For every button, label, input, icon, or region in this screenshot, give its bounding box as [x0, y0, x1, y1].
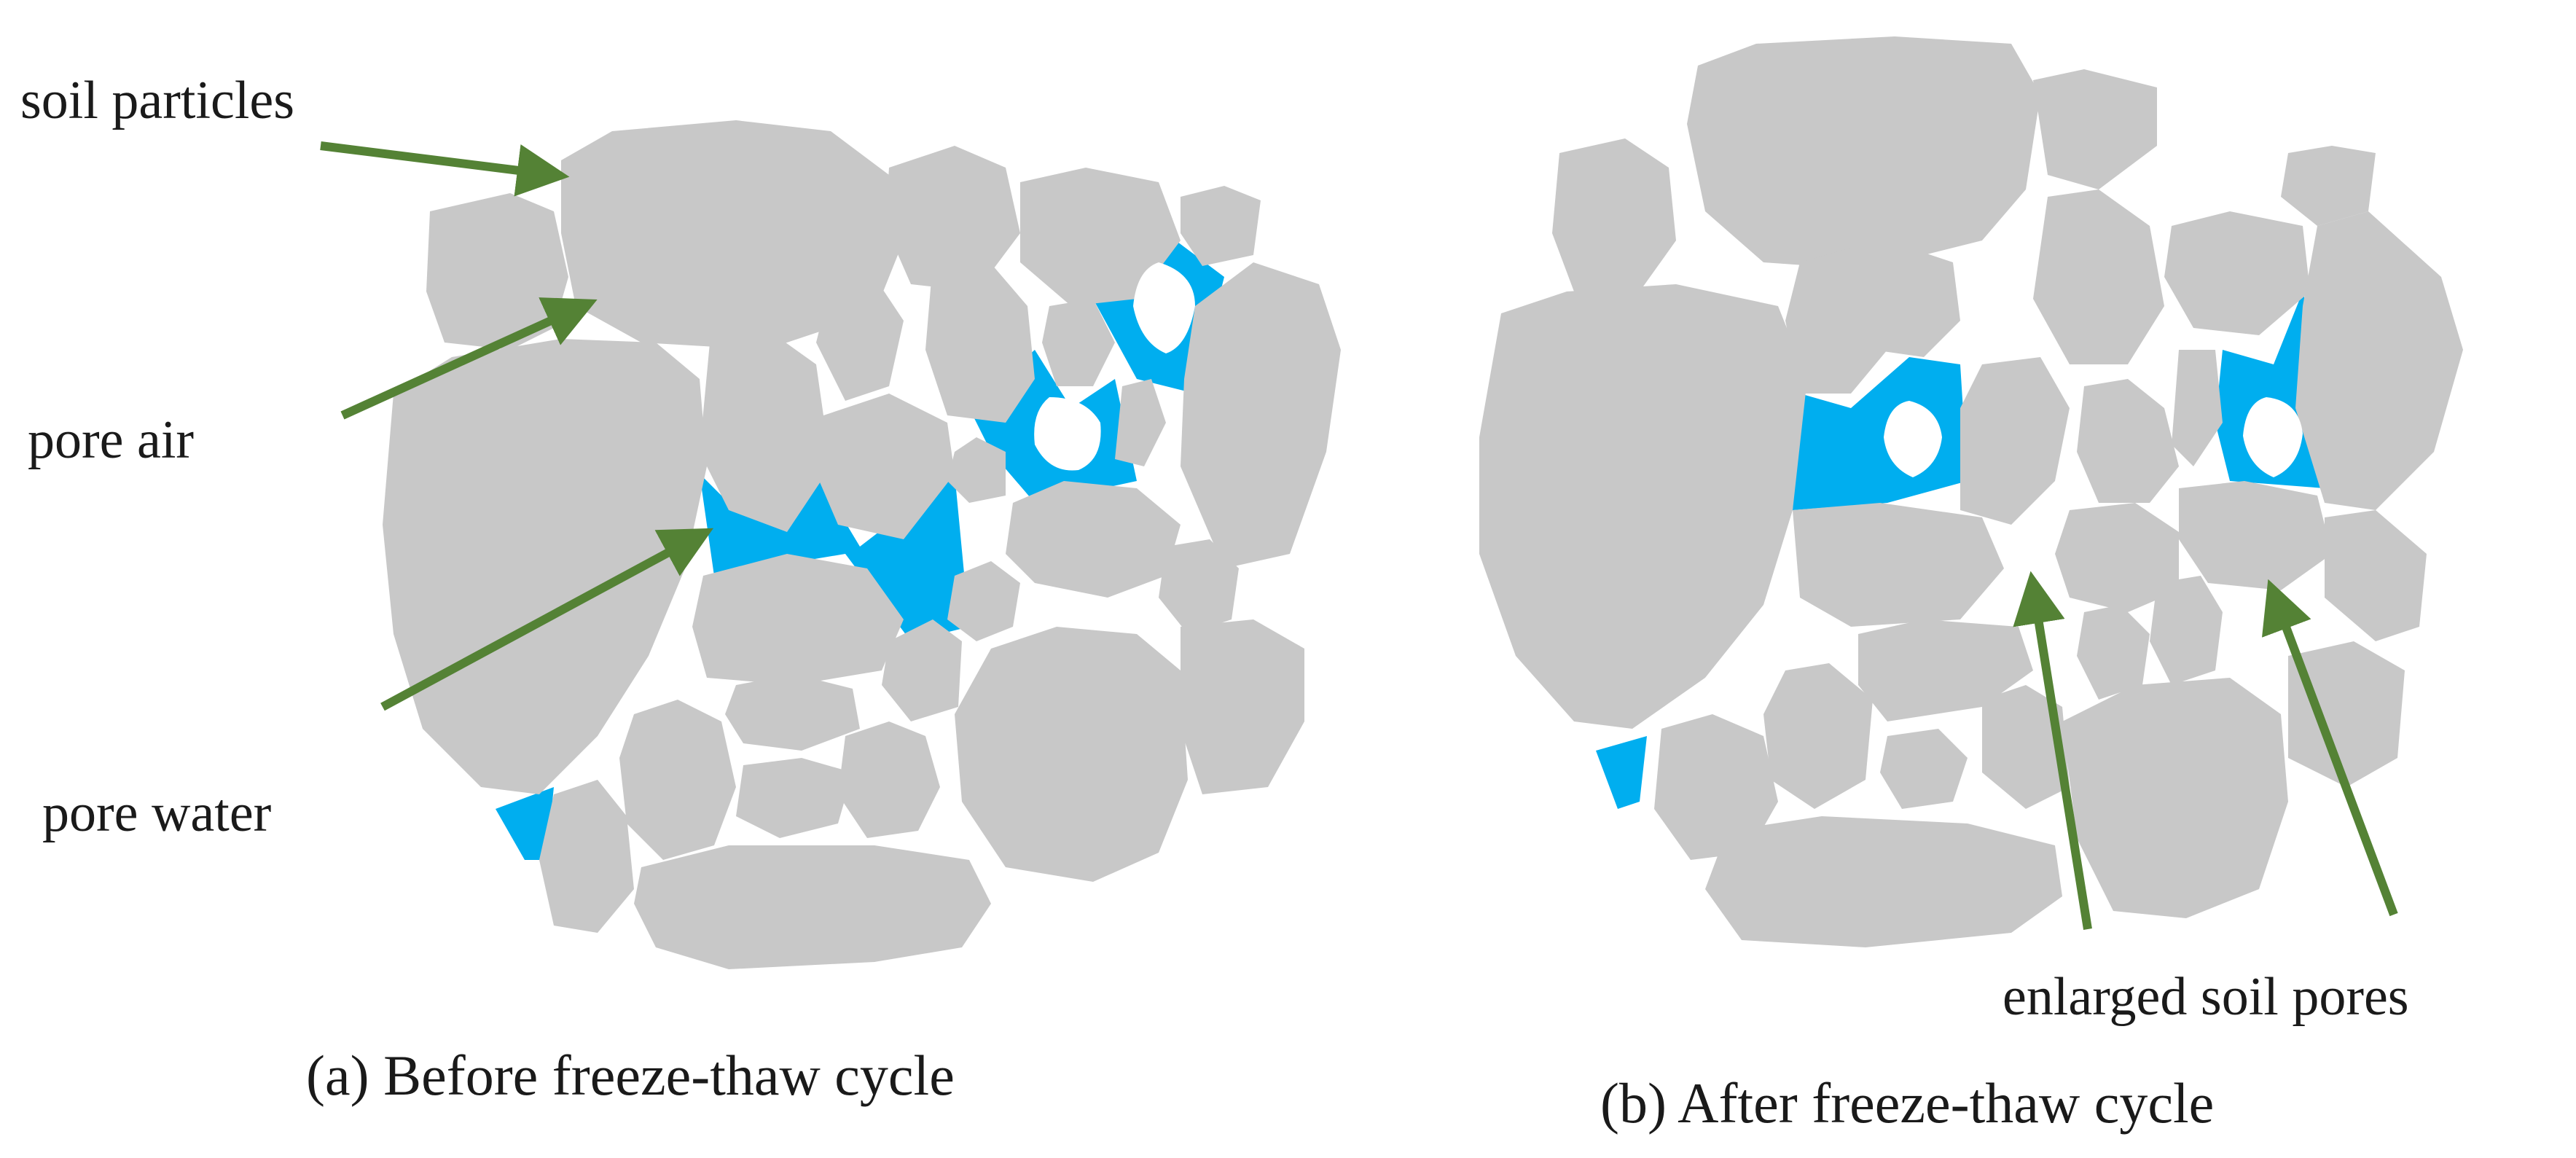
- arrow-soil-particles: [320, 141, 570, 197]
- label-pore-air: pore air: [28, 410, 194, 470]
- label-pore-water: pore water: [42, 783, 271, 843]
- pore-air-before: [1034, 262, 1195, 471]
- label-soil-particles: soil particles: [20, 71, 294, 130]
- captions: (a) Before freeze-thaw cycle (b) After f…: [306, 1044, 2214, 1135]
- arrow-pore-water: [380, 528, 714, 711]
- label-enlarged-soil-pores: enlarged soil pores: [2003, 967, 2409, 1027]
- arrow-pore-air: [340, 297, 598, 420]
- soil-particles-after: [1479, 36, 2463, 947]
- arrow-enlarged-pores-1: [2013, 571, 2092, 930]
- labels: soil particles pore air pore water enlar…: [20, 71, 2409, 1027]
- caption-after: (b) After freeze-thaw cycle: [1600, 1071, 2214, 1135]
- pore-air-after: [1884, 397, 2303, 477]
- arrows: [320, 141, 2398, 930]
- caption-before: (a) Before freeze-thaw cycle: [306, 1044, 955, 1107]
- panel-after: [1479, 36, 2463, 947]
- arrow-enlarged-pores-2: [2261, 579, 2398, 917]
- soil-particles-before: [383, 120, 1341, 969]
- panel-before: [383, 120, 1341, 969]
